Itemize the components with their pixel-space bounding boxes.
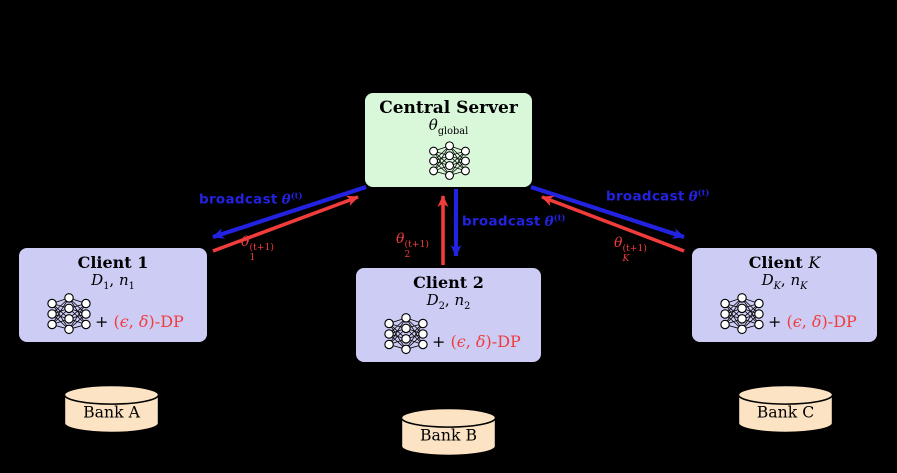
upload-label-client2: θ(t+1)2: [396, 231, 429, 260]
client-title: Client K: [748, 253, 821, 272]
client-dataset: D1, n1: [91, 271, 135, 292]
neural-network-icon: [381, 310, 431, 358]
upload-label-clientK: θ(t+1)K: [614, 235, 647, 264]
neural-network-icon: [44, 290, 94, 338]
dp-label: + (ϵ, δ)-DP: [95, 312, 184, 331]
client-dataset: D2, n2: [426, 291, 471, 312]
bank-a-label: Bank A: [83, 402, 140, 421]
upload-label-client1: θ(t+1)1: [241, 234, 274, 263]
client-title: Client 2: [413, 273, 484, 292]
bank-a-database-icon: Bank A: [63, 384, 160, 434]
client-1-box: Client 1 D1, n1 + (ϵ, δ)-DP: [18, 247, 208, 343]
neural-network-icon: [426, 139, 473, 183]
client-2-box: Client 2 D2, n2 + (ϵ, δ)-DP: [355, 267, 542, 363]
neural-network-icon: [717, 290, 767, 338]
dp-label: + (ϵ, δ)-DP: [768, 312, 857, 331]
bank-c-label: Bank C: [757, 402, 814, 421]
client-dataset: DK, nK: [761, 271, 808, 292]
bank-b-database-icon: Bank B: [400, 407, 497, 457]
bank-c-database-icon: Bank C: [737, 384, 834, 434]
dp-label: + (ϵ, δ)-DP: [432, 332, 521, 351]
central-server-box: Central Server θglobal: [364, 92, 533, 188]
client-title: Client 1: [77, 253, 149, 272]
theta-global: θglobal: [428, 116, 469, 138]
client-k-box: Client K DK, nK + (ϵ, δ)-DP: [691, 247, 878, 343]
bank-b-label: Bank B: [420, 425, 477, 444]
server-title: Central Server: [379, 98, 518, 118]
